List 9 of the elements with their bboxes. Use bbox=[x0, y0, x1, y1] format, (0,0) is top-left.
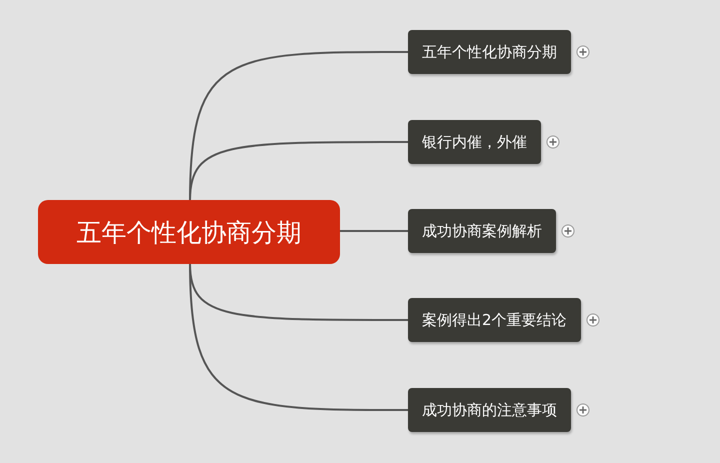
topic-box: 成功协商案例解析 bbox=[408, 209, 556, 253]
topic-box: 成功协商的注意事项 bbox=[408, 388, 571, 432]
connector-line bbox=[189, 141, 408, 200]
connector-line bbox=[340, 230, 408, 232]
root-topic-box: 五年个性化协商分期 bbox=[38, 200, 340, 264]
connector-line bbox=[189, 264, 408, 411]
topic-box: 银行内催，外催 bbox=[408, 120, 541, 164]
topic-box: 五年个性化协商分期 bbox=[408, 30, 571, 74]
topic-box: 案例得出2个重要结论 bbox=[408, 298, 581, 342]
